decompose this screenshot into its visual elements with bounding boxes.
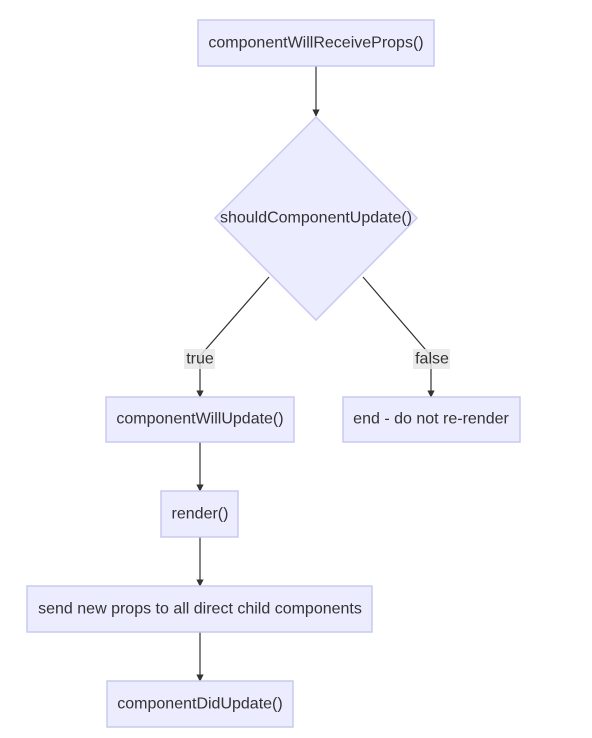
node-end-do-not-rerender-label: end - do not re-render xyxy=(353,411,509,428)
node-render-label: render() xyxy=(172,506,229,523)
node-component-will-receive-props: componentWillReceiveProps() xyxy=(197,19,435,67)
edge-should-to-end xyxy=(362,276,435,398)
node-component-will-update: componentWillUpdate() xyxy=(105,396,295,443)
node-component-did-update-label: componentDidUpdate() xyxy=(117,696,282,713)
node-component-will-receive-props-label: componentWillReceiveProps() xyxy=(208,35,423,52)
edge-label-false: false xyxy=(413,349,450,369)
edge-should-to-willupdate xyxy=(196,276,270,398)
node-render: render() xyxy=(160,490,239,538)
edge-label-true: true xyxy=(184,349,215,369)
node-send-new-props-label: send new props to all direct child compo… xyxy=(38,601,362,618)
node-end-do-not-rerender: end - do not re-render xyxy=(342,396,521,443)
edge-label-true-text: true xyxy=(186,351,214,368)
node-component-did-update: componentDidUpdate() xyxy=(106,680,294,728)
edge-label-false-text: false xyxy=(415,351,449,368)
node-component-will-update-label: componentWillUpdate() xyxy=(116,411,283,428)
node-should-component-update-label: shouldComponentUpdate() xyxy=(220,210,412,227)
node-send-new-props: send new props to all direct child compo… xyxy=(26,585,373,633)
node-should-component-update: shouldComponentUpdate() xyxy=(213,115,419,322)
